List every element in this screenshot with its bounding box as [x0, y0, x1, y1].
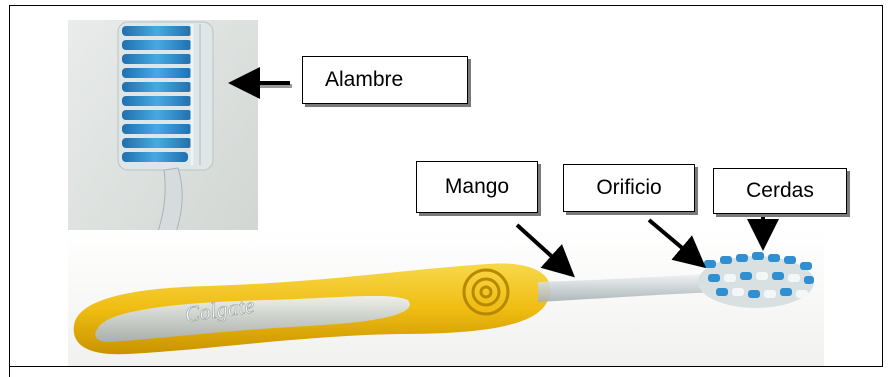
label-orificio-text: Orificio — [596, 176, 661, 200]
label-orificio: Orificio — [563, 164, 695, 212]
label-alambre: Alambre — [302, 56, 468, 104]
label-mango: Mango — [416, 161, 538, 213]
label-mango-text: Mango — [445, 175, 509, 199]
frame-tick — [9, 362, 10, 377]
label-alambre-text: Alambre — [325, 68, 403, 92]
label-cerdas-text: Cerdas — [746, 179, 814, 203]
label-cerdas: Cerdas — [713, 168, 847, 214]
toothbrush-photo: Colgate — [68, 230, 824, 366]
